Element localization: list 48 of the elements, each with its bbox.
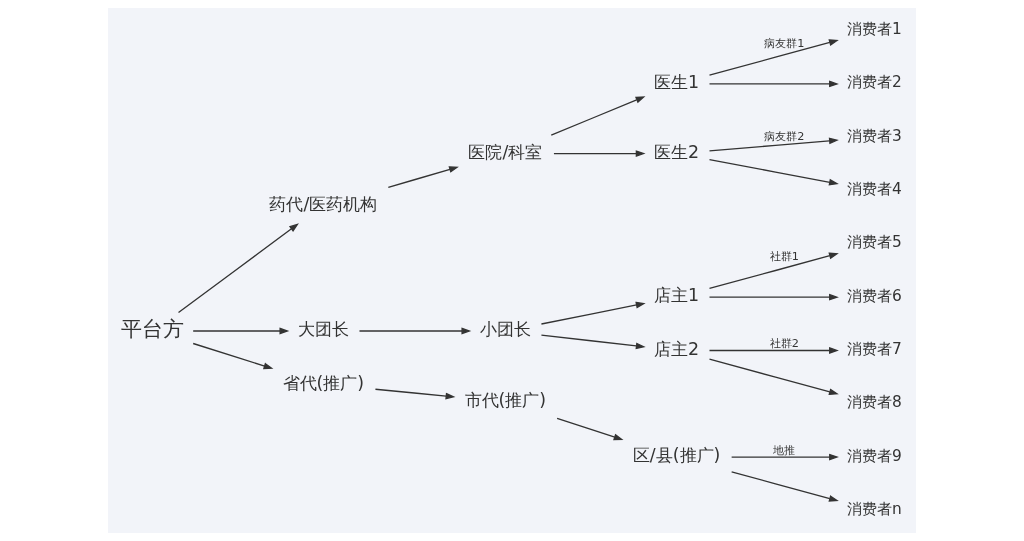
node-text: 店主2: [654, 338, 700, 359]
node-text: 小团长: [479, 319, 531, 340]
node-text: 消费者5: [847, 233, 902, 252]
arrow: [177, 223, 299, 314]
edge-label: 社群2: [769, 337, 799, 351]
arrow: [730, 453, 839, 461]
node-text: 消费者9: [847, 446, 902, 465]
arrow: [708, 158, 839, 186]
node-text: 消费者8: [847, 393, 902, 412]
arrow: [192, 327, 290, 335]
arrow: [192, 342, 274, 370]
arrow: [708, 80, 839, 88]
arrow: [708, 358, 839, 396]
node-text: 消费者1: [847, 20, 902, 39]
arrow: [550, 96, 646, 136]
arrow: [708, 293, 839, 301]
arrow: [708, 252, 839, 290]
arrow: [374, 388, 456, 400]
node-text: 医生1: [654, 72, 700, 93]
node-text: 消费者6: [847, 286, 902, 305]
node-text: 市代(推广): [464, 389, 547, 410]
arrow: [387, 166, 459, 188]
node-text: 消费者7: [847, 340, 902, 359]
node-text: 消费者2: [847, 73, 902, 92]
arrow: [553, 150, 646, 158]
edge-label: 病友群1: [764, 36, 805, 50]
node-text: 医院/科室: [468, 141, 543, 162]
edge-label: 地推: [773, 443, 796, 457]
arrow: [556, 417, 624, 441]
node-text: 药代/医药机构: [269, 194, 378, 215]
node-text: 平台方: [121, 317, 185, 342]
node-text: 消费者4: [847, 180, 902, 199]
arrow: [730, 471, 839, 502]
node-text: 消费者n: [847, 500, 902, 519]
arrow: [708, 137, 839, 152]
arrow: [358, 327, 472, 335]
arrow: [708, 39, 839, 76]
arrow: [540, 301, 646, 325]
arrow: [540, 334, 646, 350]
node-text: 区/县(推广): [632, 445, 721, 466]
node-text: 大团长: [297, 319, 349, 340]
node-text: 医生2: [654, 141, 700, 162]
node-text: 省代(推广): [282, 372, 365, 393]
edge-label: 社群1: [769, 250, 799, 264]
node-text: 店主1: [654, 285, 700, 306]
node-text: 消费者3: [847, 126, 902, 145]
arrow: [708, 347, 839, 354]
edge-label: 病友群2: [764, 130, 805, 144]
